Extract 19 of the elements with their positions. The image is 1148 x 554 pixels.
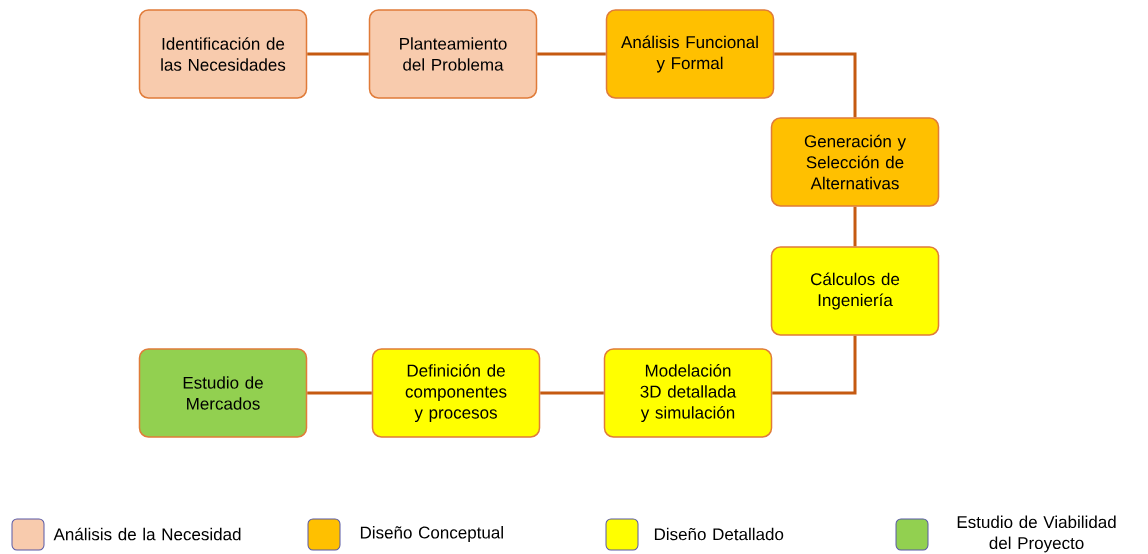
connector-line (853, 206, 857, 247)
connector-line (540, 391, 604, 395)
process-box: Análisis Funcional y Formal (605, 9, 775, 99)
process-box: Identificación de las Necesidades (138, 9, 308, 99)
connector-line (307, 391, 372, 395)
process-box: Generación y Selección de Alternativas (770, 117, 940, 207)
process-box: Estudio de Mercados (138, 348, 308, 438)
connector-line (772, 335, 857, 395)
connector-line (774, 52, 857, 118)
legend-label: Estudio de Viabilidad del Proyecto (957, 515, 1116, 553)
process-box: Planteamiento del Problema (368, 9, 538, 99)
connector-line (307, 52, 369, 56)
process-box: Modelación 3D detallada y simulación (603, 348, 773, 438)
legend-label: Análisis de la Necesidad (53, 527, 241, 541)
connector-line (537, 52, 606, 56)
legend-label: Diseño Conceptual (360, 526, 503, 542)
legend-label: Diseño Detallado (654, 527, 784, 541)
process-box: Definición de componentes y procesos (371, 348, 541, 438)
process-box: Cálculos de Ingeniería (770, 246, 940, 336)
